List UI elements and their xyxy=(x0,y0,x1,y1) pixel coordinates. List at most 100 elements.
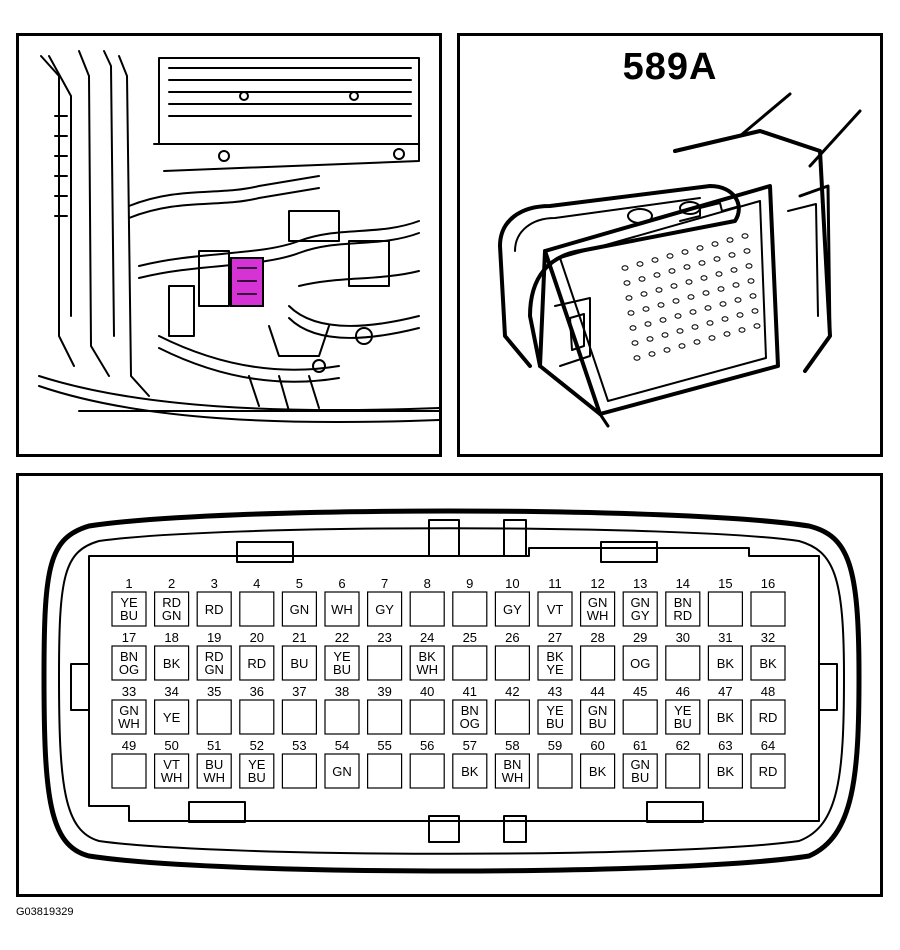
face-pin-hole xyxy=(633,355,641,361)
pin-number: 64 xyxy=(761,738,775,753)
wire-color-code: BU xyxy=(333,662,351,677)
face-pin-hole xyxy=(683,264,691,270)
pin-number: 22 xyxy=(335,630,349,645)
pin-number: 52 xyxy=(250,738,264,753)
pin-cavity xyxy=(239,753,275,789)
pin-number: 45 xyxy=(633,684,647,699)
pin-cavity xyxy=(622,645,658,681)
pin-number: 27 xyxy=(548,630,562,645)
face-pin-hole xyxy=(753,323,761,329)
pin-number: 30 xyxy=(676,630,690,645)
pin-4: 4 xyxy=(239,576,275,627)
pin-cavity xyxy=(196,699,232,735)
pin-cavity xyxy=(281,753,317,789)
pin-cavity xyxy=(239,591,275,627)
pin-number: 21 xyxy=(292,630,306,645)
wire-color-code: BU xyxy=(205,757,223,772)
pin-cavity xyxy=(367,645,403,681)
pin-cavity xyxy=(750,645,786,681)
face-pin-hole xyxy=(745,263,753,269)
pin-cavity xyxy=(239,699,275,735)
face-pin-hole xyxy=(651,257,659,263)
pin-cavity xyxy=(707,753,744,789)
pin-cavity xyxy=(154,591,190,627)
pin-number: 63 xyxy=(718,738,732,753)
pin-number: 6 xyxy=(338,576,345,591)
face-pin-hole xyxy=(621,265,629,271)
face-pin-hole xyxy=(629,325,637,331)
pin-cavity xyxy=(196,753,232,789)
wire-color-code: OG xyxy=(460,716,480,731)
pin-number: 48 xyxy=(761,684,775,699)
pin-number: 19 xyxy=(207,630,221,645)
wire-color-code: YE xyxy=(546,703,564,718)
pin-37: 37 xyxy=(281,684,317,735)
pin-number: 60 xyxy=(590,738,604,753)
face-pin-hole xyxy=(653,272,661,278)
pin-cavity xyxy=(622,753,658,789)
pin-number: 53 xyxy=(292,738,306,753)
pin-number: 41 xyxy=(463,684,477,699)
face-pin-hole xyxy=(734,297,742,303)
pin-53: 53 xyxy=(281,738,317,789)
wire-color-code: BK xyxy=(717,710,735,725)
face-pin-hole xyxy=(657,302,665,308)
pin-cavity xyxy=(324,645,360,681)
wire-color-code: GN xyxy=(332,764,352,779)
pin-cavity xyxy=(750,753,786,789)
connector-view-panel: 589A xyxy=(457,33,883,457)
wire-color-code: BU xyxy=(631,770,649,785)
wire-color-code: OG xyxy=(630,656,650,671)
pin-cavity xyxy=(452,699,488,735)
wire-color-code: BK xyxy=(717,656,735,671)
pin-cavity xyxy=(537,753,573,789)
pin-number: 15 xyxy=(718,576,732,591)
pin-cavity xyxy=(665,753,701,789)
pin-59: 59 xyxy=(537,738,573,789)
face-pin-hole xyxy=(687,294,695,300)
pin-cavity xyxy=(452,645,488,681)
pin-40: 40 xyxy=(409,684,445,735)
pin-55: 55 xyxy=(367,738,403,789)
pin-cavity xyxy=(367,753,403,789)
wire-color-code: BU xyxy=(120,608,138,623)
wire-color-code: RD xyxy=(673,608,692,623)
pin-number: 26 xyxy=(505,630,519,645)
pin-number: 25 xyxy=(463,630,477,645)
face-pin-hole xyxy=(719,301,727,307)
pin-6: 6WH xyxy=(324,576,360,627)
highlighted-connector-589a xyxy=(230,257,264,307)
pin-23: 23 xyxy=(367,630,403,681)
pin-45: 45 xyxy=(622,684,658,735)
face-pin-hole xyxy=(644,321,652,327)
pin-number: 2 xyxy=(168,576,175,591)
pin-number: 34 xyxy=(164,684,178,699)
pin-cavity xyxy=(622,591,658,627)
pin-number: 61 xyxy=(633,738,647,753)
face-pin-hole xyxy=(723,331,731,337)
pin-38: 38 xyxy=(324,684,360,735)
pin-cavity xyxy=(154,699,190,735)
face-pin-hole xyxy=(691,324,699,330)
pin-number: 14 xyxy=(676,576,690,591)
face-pin-hole xyxy=(747,278,755,284)
wire-color-code: WH xyxy=(161,770,183,785)
location-view-panel xyxy=(16,33,442,457)
face-pin-hole xyxy=(663,347,671,353)
